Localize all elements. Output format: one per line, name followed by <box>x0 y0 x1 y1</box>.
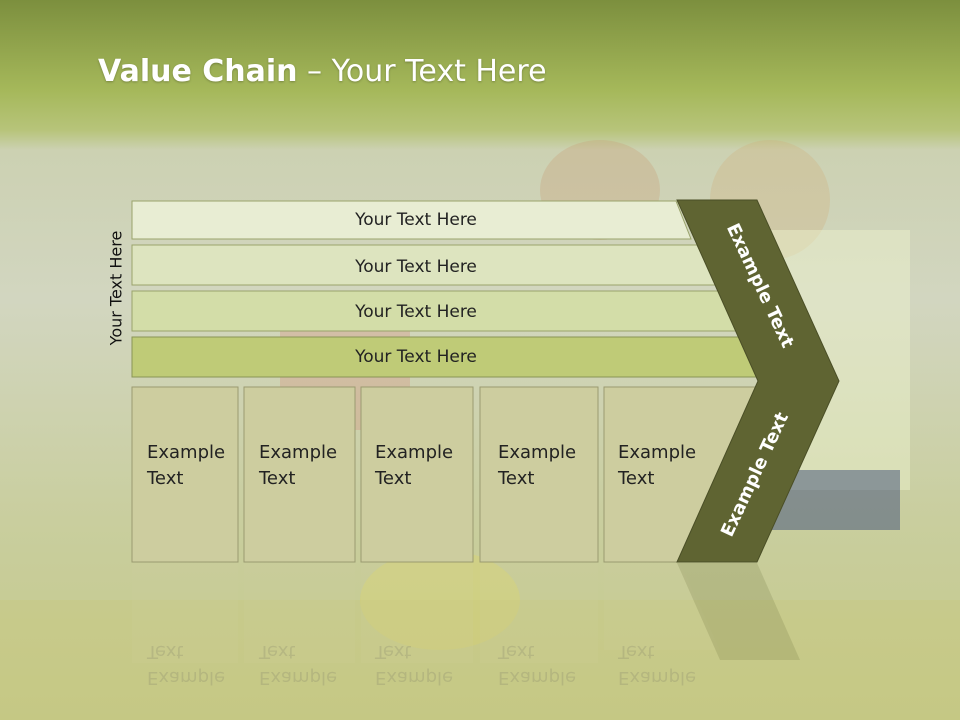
column-2-reflection-line1: Example <box>259 667 337 688</box>
column-5-reflection-line1: Example <box>618 667 696 688</box>
column-3-line2: Text <box>374 468 411 489</box>
column-4-line1: Example <box>498 442 576 463</box>
slide-title: Value Chain – Your Text Here <box>98 54 547 89</box>
column-1-reflection-line1: Example <box>147 667 225 688</box>
column-5-reflection <box>604 563 720 650</box>
column-5-line1: Example <box>618 442 696 463</box>
column-1-line2: Text <box>146 468 183 489</box>
column-5-reflection-line2: Text <box>617 641 654 662</box>
column-5-line2: Text <box>617 468 654 489</box>
column-2-reflection-line2: Text <box>258 641 295 662</box>
column-2-reflection <box>244 563 355 663</box>
title-bold: Value Chain <box>98 54 298 89</box>
column-1-reflection-line2: Text <box>146 641 183 662</box>
column-2-line2: Text <box>258 468 295 489</box>
column-3-reflection-line2: Text <box>374 641 411 662</box>
column-3-reflection-line1: Example <box>375 667 453 688</box>
column-1-reflection <box>132 563 238 663</box>
column-3-line1: Example <box>375 442 453 463</box>
column-1[interactable] <box>131 386 239 563</box>
column-2[interactable] <box>243 386 356 563</box>
diagram-reflection: Example Text Example Text Example Text E… <box>132 563 800 688</box>
column-4-reflection-line2: Text <box>497 641 534 662</box>
column-3-reflection <box>361 563 473 663</box>
bar-1[interactable] <box>131 200 692 240</box>
column-2-line1: Example <box>259 442 337 463</box>
bar-1-label: Your Text Here <box>354 210 477 230</box>
column-1-line1: Example <box>147 442 225 463</box>
column-4-reflection <box>480 563 598 663</box>
column-3[interactable] <box>360 386 474 563</box>
column-4-line2: Text <box>497 468 534 489</box>
column-4-reflection-line1: Example <box>498 667 576 688</box>
bar-4-label: Your Text Here <box>354 347 477 367</box>
chevron-reflection <box>677 563 800 660</box>
bar-3-label: Your Text Here <box>354 302 477 322</box>
chevron-arrow[interactable] <box>676 199 840 563</box>
column-4[interactable] <box>479 386 599 563</box>
title-rest: – Your Text Here <box>297 54 547 89</box>
bar-2-label: Your Text Here <box>354 257 477 277</box>
